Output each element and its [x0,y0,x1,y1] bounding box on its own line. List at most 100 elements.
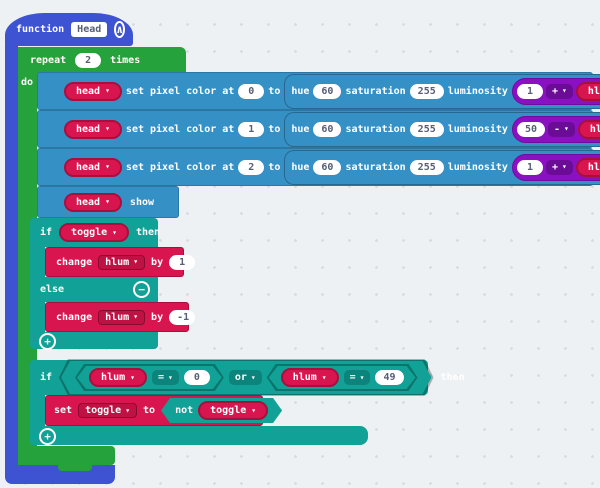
hsl-color-block[interactable]: hue 60 saturation 255 luminosity 50 - ▾ … [284,111,600,147]
hlum-variable-dropdown[interactable]: hlum ▾ [98,254,146,270]
dropdown-arrow-icon: ▾ [359,372,365,382]
math-operation-block[interactable]: 50 - ▾ hlum ▾ [511,115,600,143]
hsl-color-block[interactable]: hue 60 saturation 255 luminosity 1 + ▾ h… [284,149,600,185]
add-branch-icon[interactable]: + [39,333,56,350]
hlum-variable-dropdown[interactable]: hlum ▾ [575,157,600,177]
toggle-variable-dropdown[interactable]: toggle ▾ [198,401,268,420]
repeat-count-field[interactable]: 2 [75,53,102,68]
strip-variable-dropdown[interactable]: head ▾ [64,119,122,139]
dropdown-arrow-icon: ▾ [105,86,110,95]
strip-variable-dropdown[interactable]: head ▾ [64,157,122,177]
set-pixel-color-block-2[interactable]: head ▾ set pixel color at 1 to hue 60 sa… [37,110,600,148]
strip-variable-dropdown[interactable]: head ▾ [64,192,122,212]
change-variable-block[interactable]: change hlum ▾ by 1 [45,247,196,277]
toggle-variable-dropdown[interactable]: toggle ▾ [59,223,129,242]
dropdown-arrow-icon: ▾ [125,405,131,415]
dropdown-arrow-icon: ▾ [130,372,135,382]
hlum-variable-dropdown[interactable]: hlum ▾ [575,81,600,101]
hue-field[interactable]: 60 [313,83,342,99]
to-label: to [268,123,281,135]
function-block-header[interactable]: function Head ∧ [5,13,133,46]
strip-variable-dropdown[interactable]: head ▾ [64,81,122,101]
set-pixel-color-label: set pixel color at [125,161,235,173]
set-pixel-color-block-1[interactable]: head ▾ set pixel color at 0 to hue 60 sa… [37,72,600,110]
math-operator-dropdown[interactable]: + ▾ [545,159,573,175]
function-name-field[interactable]: Head [71,22,108,37]
change-label: change [56,256,93,268]
hue-field[interactable]: 60 [313,159,342,175]
times-label: times [110,55,141,66]
if-label: if [40,372,53,383]
repeat-block-header[interactable]: repeat 2 times [18,47,186,74]
add-branch-icon[interactable]: + [39,428,56,445]
dropdown-arrow-icon: ▾ [250,372,256,382]
comparison-block[interactable]: hlum ▾ = ▾ 49 [267,364,418,391]
math-left-field[interactable]: 1 [516,159,543,175]
math-operation-block[interactable]: 1 + ▾ hlum ▾ [511,153,600,181]
hsl-color-block[interactable]: hue 60 saturation 255 luminosity 1 + ▾ h… [284,73,600,109]
not-label: not [175,405,194,416]
set-variable-block[interactable]: set toggle ▾ to not toggle ▾ [45,395,263,426]
if-or-block-header[interactable]: if hlum ▾ = ▾ 0 or ▾ hlum ▾ [30,360,465,395]
math-operator-label: + [551,161,558,173]
set-pixel-color-label: set pixel color at [125,85,235,97]
math-operator-dropdown[interactable]: - ▾ [548,121,575,137]
pixel-index-field[interactable]: 2 [238,159,265,175]
saturation-field[interactable]: 255 [409,83,444,99]
or-logic-block[interactable]: hlum ▾ = ▾ 0 or ▾ hlum ▾ = [59,359,433,396]
comparison-value-field[interactable]: 0 [184,370,210,385]
pixel-index-field[interactable]: 1 [238,121,265,137]
by-label: by [151,256,164,268]
collapse-icon[interactable]: ∧ [114,21,125,38]
change-variable-block[interactable]: change hlum ▾ by -1 [45,302,196,332]
math-operator-label: + [551,85,558,97]
hlum-variable-label: hlum [105,311,130,323]
change-value-field[interactable]: -1 [169,309,196,325]
toggle-variable-label: toggle [210,405,247,416]
math-left-field[interactable]: 1 [516,83,543,99]
function-label: function [16,24,65,35]
set-pixel-color-block-3[interactable]: head ▾ set pixel color at 2 to hue 60 sa… [37,148,600,186]
pixel-index-field[interactable]: 0 [238,83,265,99]
saturation-field[interactable]: 255 [409,121,444,137]
strip-variable-label: head [76,85,101,97]
to-label: to [268,85,281,97]
hlum-variable-label: hlum [105,256,130,268]
hlum-variable-dropdown[interactable]: hlum ▾ [577,119,600,139]
strip-variable-label: head [76,196,101,208]
luminosity-label: luminosity [447,123,508,135]
toggle-variable-dropdown[interactable]: toggle ▾ [78,403,138,418]
hue-label: hue [291,85,310,97]
dropdown-arrow-icon: ▾ [112,227,117,237]
else-bar: else − [30,277,158,302]
comparison-value-field[interactable]: 49 [375,370,403,385]
math-operator-label: - [554,123,561,135]
hue-label: hue [291,161,310,173]
boolean-operator-dropdown[interactable]: or ▾ [229,370,262,385]
dropdown-arrow-icon: ▾ [168,372,173,382]
hlum-variable-dropdown[interactable]: hlum ▾ [89,368,147,387]
remove-else-icon[interactable]: − [133,281,150,298]
comparison-operator-dropdown[interactable]: = ▾ [344,370,371,385]
hue-field[interactable]: 60 [313,121,342,137]
hlum-variable-dropdown[interactable]: hlum ▾ [98,309,146,325]
if-else-block-header[interactable]: if toggle ▾ then [30,218,160,247]
dropdown-arrow-icon: ▾ [561,86,567,95]
strip-show-block[interactable]: head ▾ show [37,186,179,218]
math-left-field[interactable]: 50 [516,121,545,137]
luminosity-label: luminosity [447,161,508,173]
change-value-field[interactable]: 1 [169,254,196,270]
hlum-variable-dropdown[interactable]: hlum ▾ [281,368,339,387]
then-label: then [440,372,465,383]
hlum-variable-label: hlum [101,372,126,383]
math-operation-block[interactable]: 1 + ▾ hlum ▾ [511,77,600,105]
change-label: change [56,311,93,323]
not-logic-block[interactable]: not toggle ▾ [161,398,282,423]
saturation-field[interactable]: 255 [409,159,444,175]
dropdown-arrow-icon: ▾ [133,312,139,321]
math-operator-dropdown[interactable]: + ▾ [545,83,573,99]
else-label: else [40,284,65,295]
comparison-operator-dropdown[interactable]: = ▾ [152,370,179,385]
comparison-block[interactable]: hlum ▾ = ▾ 0 [75,364,224,391]
